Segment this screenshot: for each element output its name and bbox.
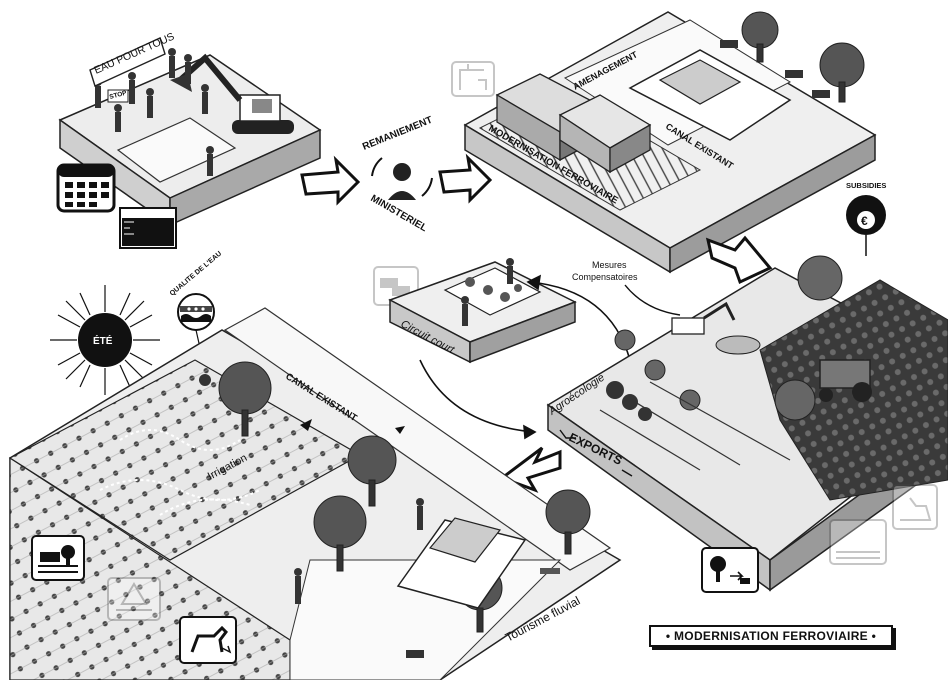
water-quality-label: QUALITE DE L'EAU xyxy=(169,250,223,297)
legend-badge: • MODERNISATION FERROVIAIRE • xyxy=(649,625,893,647)
warning-boat-icon xyxy=(107,577,161,621)
flood-icon xyxy=(31,535,85,581)
tourist-boat xyxy=(396,517,527,609)
svg-text:€: € xyxy=(861,214,868,228)
flooded-trees-icon xyxy=(829,519,887,565)
flow-arrow-2 xyxy=(438,153,493,204)
animal-icon xyxy=(179,616,237,664)
water-level-icon xyxy=(119,207,177,249)
stop-sign-text: STOP xyxy=(109,89,128,100)
euro-coin-icon xyxy=(857,211,875,229)
protesters xyxy=(94,48,214,176)
tree-transfer-icon xyxy=(701,547,759,593)
sun-label: ÉTÉ xyxy=(93,334,113,347)
trees-top xyxy=(741,11,865,103)
calendar-icon xyxy=(56,163,116,213)
rail-crane-icon xyxy=(451,61,495,97)
stop-sign: STOP xyxy=(107,89,129,103)
subsidies-badge: SUBSIDIES € xyxy=(846,181,886,256)
freight-train xyxy=(495,73,652,174)
agro-board: Agroécologie EXPORTS xyxy=(546,255,948,592)
compensation-label: Mesures Compensatoires xyxy=(572,260,681,316)
excavator-icon xyxy=(892,484,938,530)
sun-icon: ÉTÉ xyxy=(50,285,160,395)
rail-canal-board: AMENAGEMENT CANAL EXISTANT MODERNISATION… xyxy=(463,11,877,274)
compensation-line1: Mesures xyxy=(592,260,627,270)
reshuffle-badge: REMANIEMENT MINISTERIEL xyxy=(360,115,440,234)
canal-boat xyxy=(628,49,792,141)
benches xyxy=(720,40,830,98)
subsidies-label: SUBSIDIES xyxy=(846,181,886,190)
compensation-line2: Compensatoires xyxy=(572,272,638,282)
flow-arrow-1 xyxy=(300,155,361,206)
flow-arrow-3 xyxy=(705,235,773,285)
